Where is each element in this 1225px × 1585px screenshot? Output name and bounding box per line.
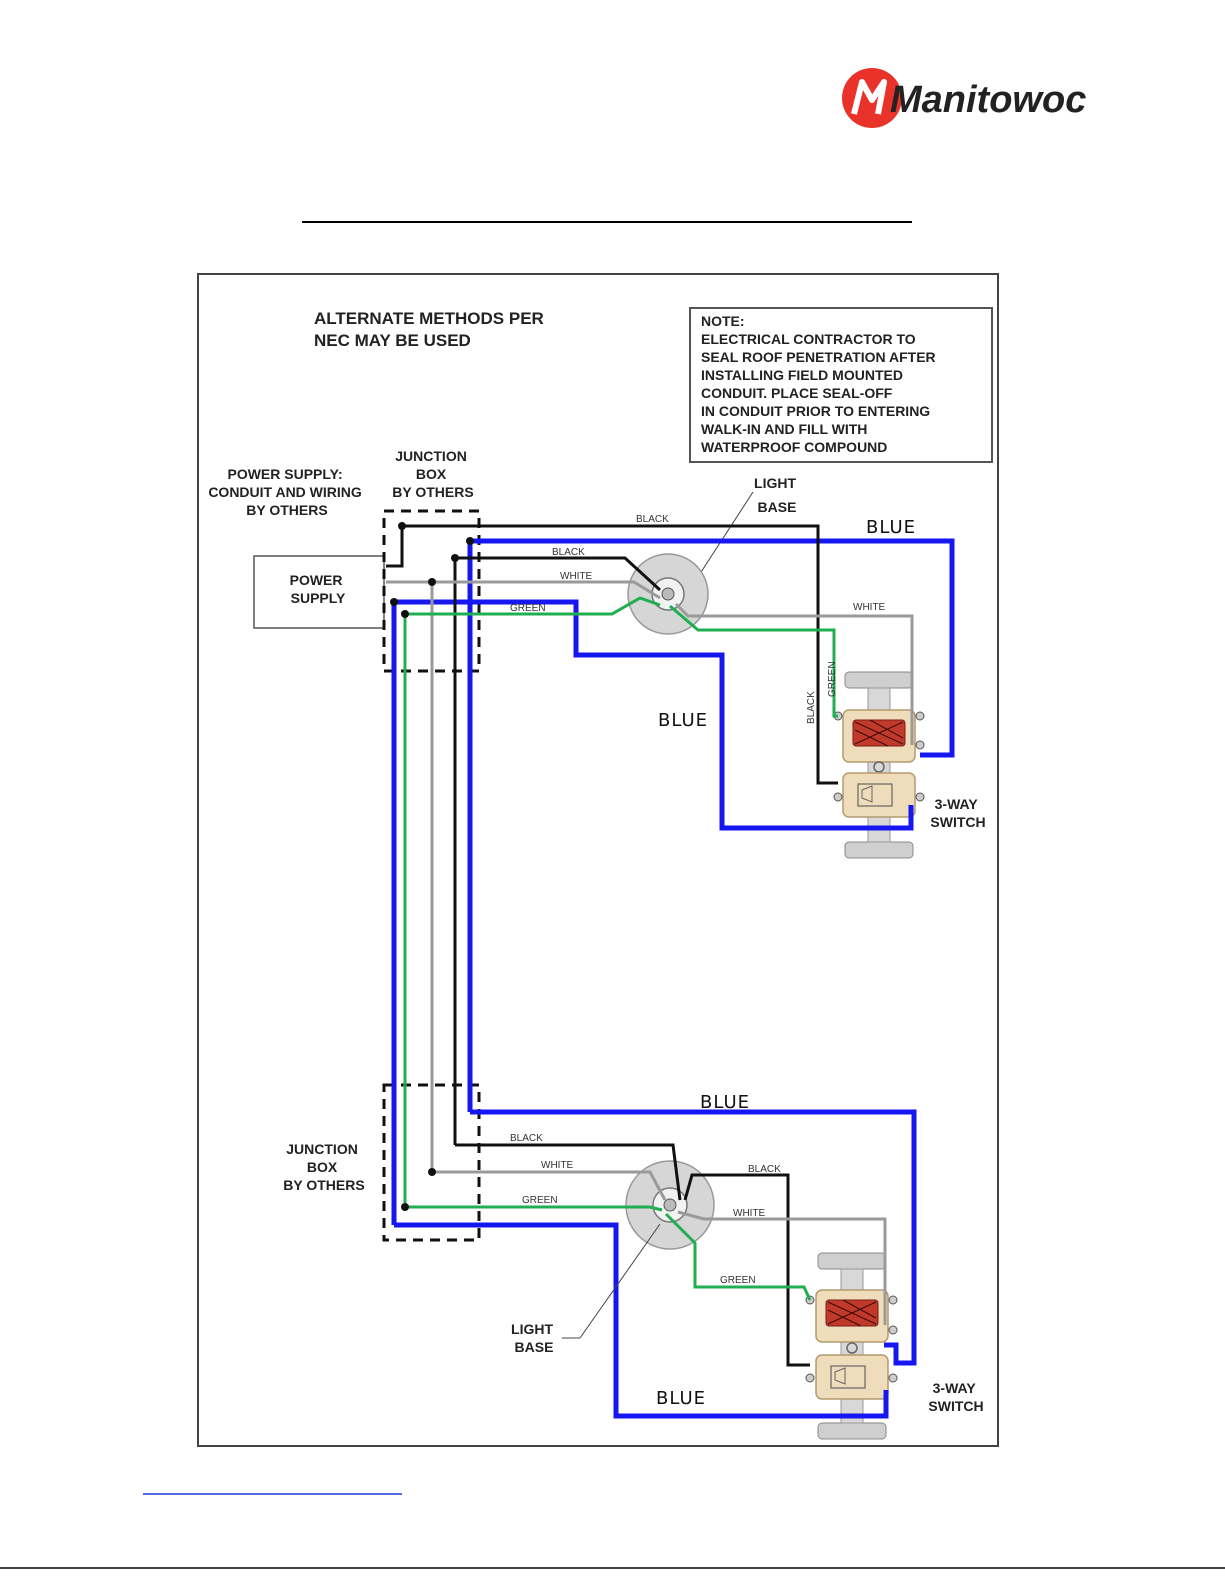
junction-box-top-label: JUNCTION BOX BY OTHERS xyxy=(392,448,473,500)
junction-box-top xyxy=(382,509,481,673)
switch-top-label: 3-WAY SWITCH xyxy=(930,796,985,830)
power-supply-box xyxy=(253,555,385,629)
wire-blue-bottom-inner xyxy=(394,1222,889,1419)
switch-bottom xyxy=(805,1252,898,1440)
wire-label-white-top-1: WHITE xyxy=(560,571,593,582)
methods-note: ALTERNATE METHODS PER NEC MAY BE USED xyxy=(314,309,549,350)
wire-blue-bottom-outer xyxy=(470,1109,917,1366)
wire-label-black-bottom-2: BLACK xyxy=(748,1164,781,1175)
light-base-bottom-leader-2 xyxy=(579,1223,661,1339)
wire-blue-top-inner xyxy=(391,599,914,1225)
wire-label-blue-top-right: BLUE xyxy=(866,517,916,538)
wire-green-top-1 xyxy=(403,596,661,1207)
light-base-top-label: LIGHT BASE xyxy=(754,475,800,515)
wire-green-bottom-1 xyxy=(405,1205,663,1212)
junction-box-bottom-label: JUNCTION BOX BY OTHERS xyxy=(283,1141,364,1193)
note-box xyxy=(689,307,993,463)
wire-label-green-top-1: GREEN xyxy=(510,603,546,614)
switch-top xyxy=(833,671,925,859)
wire-black-bottom-1 xyxy=(455,1143,682,1201)
wire-black-top-2 xyxy=(453,556,662,1145)
wire-white-top-1 xyxy=(386,580,661,600)
note-box-text: NOTE: ELECTRICAL CONTRACTOR TO SEAL ROOF… xyxy=(701,313,940,455)
wire-label-black-top-1: BLACK xyxy=(636,514,669,525)
power-supply-box-label: POWER SUPPLY xyxy=(290,572,347,606)
wire-green-top-2 xyxy=(669,604,838,718)
wire-green-bottom-2 xyxy=(664,1212,812,1301)
wire-label-blue-bottom-top: BLUE xyxy=(700,1092,750,1113)
wire-junction-dots xyxy=(390,522,474,1211)
wire-white-top-2 xyxy=(674,602,914,745)
wire-white-bottom-2 xyxy=(677,1210,887,1325)
wire-black-top-1 xyxy=(386,524,838,785)
light-base-bottom-label: LIGHT BASE xyxy=(511,1321,557,1355)
manitowoc-logo: Manitowoc xyxy=(842,68,1086,128)
wire-label-green-bottom-2: GREEN xyxy=(720,1275,756,1286)
wire-label-white-top-2: WHITE xyxy=(853,602,886,613)
junction-box-bottom xyxy=(382,1083,481,1242)
wire-label-blue-top-mid: BLUE xyxy=(658,710,708,731)
wire-black-bottom-2 xyxy=(683,1173,810,1367)
switch-bottom-label: 3-WAY SWITCH xyxy=(928,1380,983,1414)
power-supply-note: POWER SUPPLY: CONDUIT AND WIRING BY OTHE… xyxy=(208,466,365,518)
wire-label-black-top-2: BLACK xyxy=(552,547,585,558)
wire-label-white-bottom-2: WHITE xyxy=(733,1208,766,1219)
light-base-top xyxy=(627,553,709,635)
wire-label-black-top-3: BLACK xyxy=(806,691,817,724)
wire-label-black-bottom-1: BLACK xyxy=(510,1133,543,1144)
wire-white-main xyxy=(430,582,667,1201)
logo-text: Manitowoc xyxy=(890,79,1086,121)
wire-blue-top-outer xyxy=(467,538,955,1112)
wire-label-white-bottom-1: WHITE xyxy=(541,1160,574,1171)
wire-label-green-bottom-1: GREEN xyxy=(522,1195,558,1206)
wire-label-blue-bottom-low: BLUE xyxy=(656,1388,706,1409)
logo-m-icon xyxy=(851,79,887,115)
diagram-frame xyxy=(197,273,999,1447)
wire-label-green-top-2: GREEN xyxy=(827,661,838,697)
